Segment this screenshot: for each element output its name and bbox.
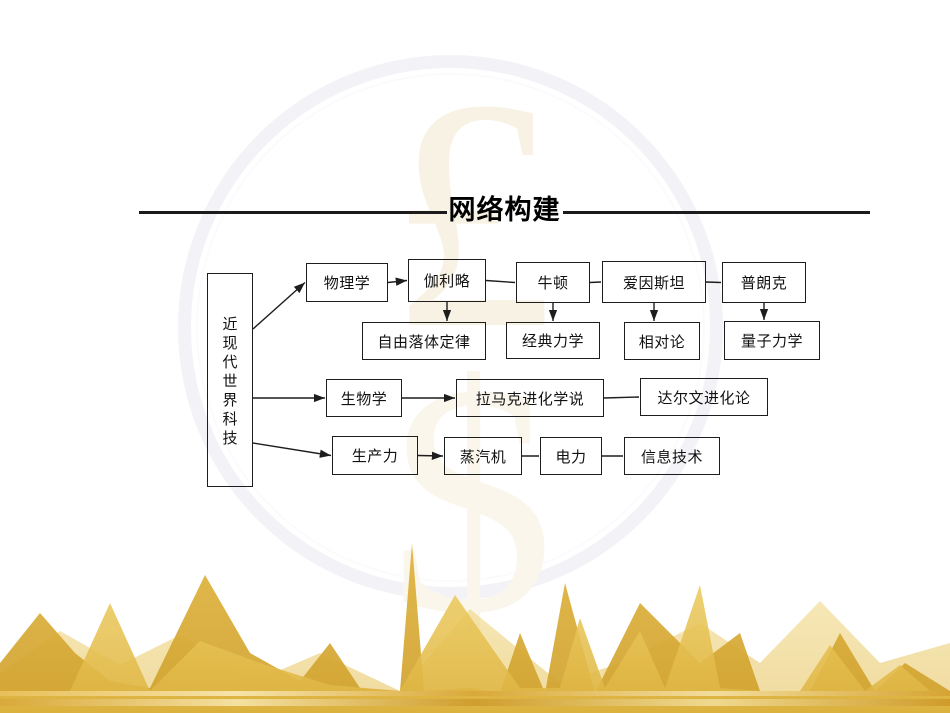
diagram-connector [417,451,444,460]
diagram-connector [252,281,306,330]
diagram-node-xinxijishu: 信息技术 [624,437,720,475]
diagram-node-liangzilixue: 量子力学 [724,321,820,360]
gold-bar-lower [0,699,950,706]
diagram-node-wulixue: 物理学 [306,263,388,302]
diagram-node-label: 牛顿 [537,274,569,292]
diagram-node-label: 伽利略 [423,272,471,290]
diagram-node-label: 相对论 [638,332,686,351]
diagram-node-niudun: 牛顿 [516,262,590,303]
diagram-node-label: 生物学 [340,389,388,408]
watermark-glyph-top: £ [389,32,555,397]
diagram-connector [485,279,516,284]
diagram-node-pulangke: 普朗克 [722,262,806,303]
mountain-silhouette-svg [0,543,950,713]
diagram-node-label: 普朗克 [740,274,788,292]
diagram-connector [589,281,602,284]
diagram-node-shengchanli: 生产力 [332,436,418,475]
diagram-node-jingdianlixue: 经典力学 [506,322,600,359]
diagram-node-ziyouluoti: 自由落体定律 [362,322,486,360]
gold-bar-upper [0,691,950,696]
diagram-node-label: 蒸汽机 [459,447,507,466]
diagram-node-dianli: 电力 [540,437,602,475]
background-ring-inner-decoration [196,73,705,582]
title-rule-right [562,210,870,214]
diagram-connector [252,442,332,458]
diagram-node-zhengqiji: 蒸汽机 [444,437,522,475]
diagram-connector [387,277,408,286]
diagram-node-shengwuxue: 生物学 [326,379,402,417]
diagram-node-jialilue: 伽利略 [408,259,486,302]
diagram-connector [705,281,722,284]
diagram-node-label: 自由落体定律 [377,332,471,351]
diagram-node-aiyinsitan: 爱因斯坦 [602,261,706,303]
diagram-node-label: 经典力学 [521,332,584,350]
diagram-node-label: 生产力 [351,447,399,465]
diagram-node-xiangduilun: 相对论 [624,322,700,360]
diagram-node-label: 量子力学 [740,332,803,350]
diagram-node-label: 拉马克进化学说 [475,389,585,408]
diagram-connector [603,396,640,399]
diagram-node-label: 近现代世界科技 [220,315,239,449]
background-currency-watermark: £ $ [352,32,592,665]
diagram-node-label: 电力 [555,447,587,466]
bottom-gold-mountain-decoration [0,513,950,713]
diagram-node-label: 物理学 [323,274,371,292]
diagram-node-lamake: 拉马克进化学说 [456,379,604,417]
diagram-node-daerwen: 达尔文进化论 [640,378,768,416]
title-rule-left [139,210,447,214]
title-text: 网络构建 [448,195,561,226]
diagram-node-label: 爱因斯坦 [622,273,685,292]
diagram-node-label: 信息技术 [640,447,703,466]
diagram-node-label: 达尔文进化论 [657,388,751,407]
page-title: 网络构建 [139,190,870,234]
diagram-node-root: 近现代世界科技 [207,273,253,487]
